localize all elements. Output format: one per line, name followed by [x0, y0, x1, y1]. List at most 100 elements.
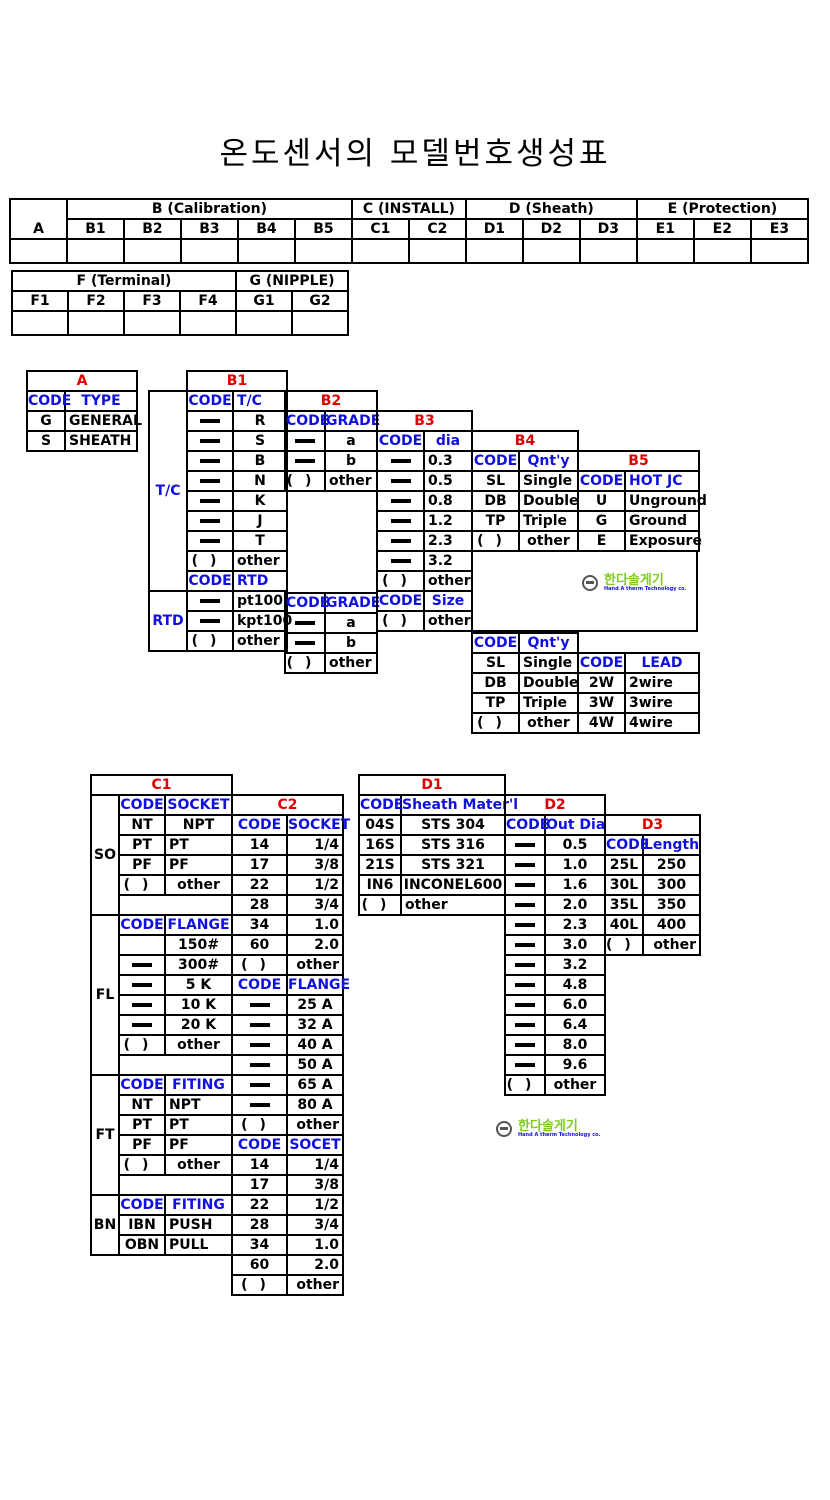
other-cell: other	[323, 470, 379, 492]
entry-cell[interactable]	[578, 238, 638, 264]
table-title: C1	[89, 774, 234, 796]
dash-icon	[390, 459, 411, 463]
entry-cell[interactable]	[11, 310, 69, 336]
entry-cell[interactable]	[235, 310, 293, 336]
dash-icon	[249, 1083, 270, 1087]
paren-cell: ()	[231, 1114, 288, 1136]
value-cell: 3.0	[544, 934, 606, 956]
value-cell: PT	[163, 1114, 234, 1136]
value-cell: 4.8	[544, 974, 606, 996]
dash-icon	[515, 923, 535, 927]
paren-cell: ()	[186, 630, 234, 652]
dash-icon	[390, 559, 411, 563]
value-cell: Triple	[518, 692, 579, 714]
code-cell: PT	[118, 834, 166, 856]
code-header: CODE	[231, 1134, 288, 1156]
dash-icon	[295, 641, 315, 645]
paren-cell: ()	[284, 652, 326, 674]
grade-header: GRADE	[324, 592, 381, 614]
dash-icon	[200, 599, 220, 603]
value-cell: J	[231, 510, 289, 532]
value-cell: PF	[163, 854, 234, 876]
socket-header: SOCKET	[285, 814, 351, 836]
value-cell: K	[231, 490, 289, 512]
paren-cell: ()	[118, 1034, 166, 1056]
dash-icon	[515, 983, 535, 987]
value-cell: 350	[642, 894, 701, 916]
value-cell: 6.4	[544, 1014, 606, 1036]
code-cell: 30L	[604, 874, 644, 896]
entry-cell[interactable]	[291, 310, 349, 336]
entry-cell[interactable]	[179, 310, 237, 336]
dash-icon	[249, 1003, 270, 1007]
entry-cell[interactable]	[9, 238, 68, 264]
entry-cell[interactable]	[65, 238, 125, 264]
entry-cell[interactable]	[749, 238, 810, 264]
code-cell: 2W	[577, 672, 626, 694]
value-cell: Double	[517, 490, 580, 512]
entry-cell[interactable]	[350, 238, 410, 264]
code-header: CODE	[376, 430, 425, 452]
code-cell: 28	[231, 1214, 288, 1236]
logo-korean: 한다솔게기	[604, 573, 664, 588]
entry-cell[interactable]	[692, 238, 752, 264]
entry-cell[interactable]	[67, 310, 125, 336]
rtd-header: RTD	[231, 570, 289, 592]
value-cell: pt100	[231, 590, 289, 612]
entry-cell[interactable]	[464, 238, 524, 264]
header-col: E2	[692, 218, 752, 240]
value-cell: 9.6	[544, 1054, 606, 1076]
entry-cell[interactable]	[179, 238, 239, 264]
header-table-2: F (Terminal) G (NIPPLE) F1 F2 F3 F4 G1 G…	[11, 270, 349, 336]
dash-icon	[515, 1043, 535, 1047]
code-cell: PF	[118, 854, 166, 876]
fiting-header: FITING	[163, 1194, 234, 1216]
code-header: CODE	[231, 974, 288, 996]
value-cell: 3.2	[422, 550, 474, 572]
other-cell: other	[517, 530, 580, 552]
dash-icon	[515, 1063, 535, 1067]
entry-cell[interactable]	[123, 310, 181, 336]
code-header: CODE	[284, 592, 330, 614]
dash-icon	[515, 943, 535, 947]
entry-cell[interactable]	[407, 238, 467, 264]
dash-icon	[200, 459, 220, 463]
dash-icon	[295, 439, 315, 443]
code-cell: 34	[231, 1234, 288, 1256]
code-cell: 60	[231, 1254, 288, 1276]
header-col: B4	[236, 218, 296, 240]
lead-header: LEAD	[624, 652, 700, 674]
value-cell: B	[231, 450, 289, 472]
qnty-header: Qnt'y	[517, 450, 580, 472]
value-cell: b	[323, 450, 379, 472]
other-cell: other	[285, 1114, 345, 1136]
logo-english: Hand A therm Technology co.	[518, 1132, 601, 1138]
code-header: CODE	[577, 652, 626, 674]
header-col: B3	[179, 218, 239, 240]
socet-header: SOCET	[285, 1134, 345, 1156]
dash-icon	[515, 843, 535, 847]
paren-cell: ()	[358, 894, 402, 916]
paren-cell: ()	[284, 470, 326, 492]
header-col: F1	[11, 290, 69, 312]
entry-cell[interactable]	[635, 238, 695, 264]
dash-icon	[249, 1023, 270, 1027]
dash-icon	[132, 1003, 152, 1007]
entry-cell[interactable]	[521, 238, 581, 264]
header-col: B5	[293, 218, 353, 240]
code-cell: 34	[231, 914, 288, 936]
code-cell: PF	[118, 1134, 166, 1156]
type-header: TYPE	[64, 390, 138, 412]
value-cell: 32 A	[285, 1014, 345, 1036]
dash-icon	[132, 983, 152, 987]
value-cell: 25 A	[285, 994, 345, 1016]
entry-cell[interactable]	[236, 238, 296, 264]
entry-cell[interactable]	[293, 238, 353, 264]
fl-label: FL	[90, 914, 120, 1076]
dash-icon	[200, 619, 220, 623]
entry-cell[interactable]	[122, 238, 182, 264]
